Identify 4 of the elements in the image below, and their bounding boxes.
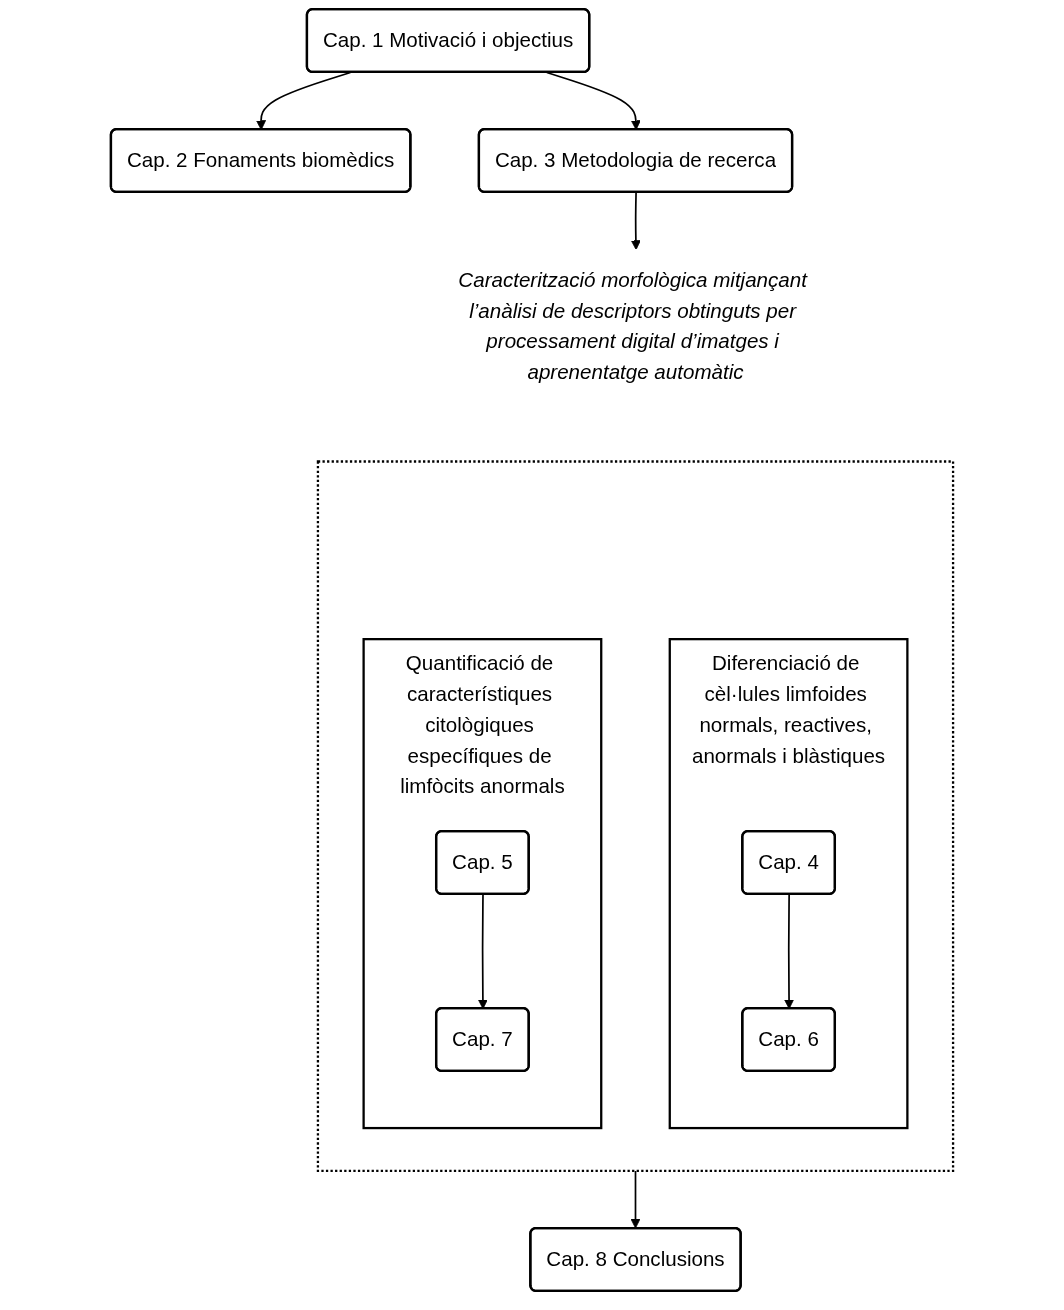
node-text: Caracterització morfològica mitjançant l’anàlisi de descriptors obtinguts per processament digital d’imatges i aprenentatge automàtic [458,268,807,384]
cluster [316,460,955,1173]
arrow [630,1170,641,1229]
arrow [630,191,641,251]
